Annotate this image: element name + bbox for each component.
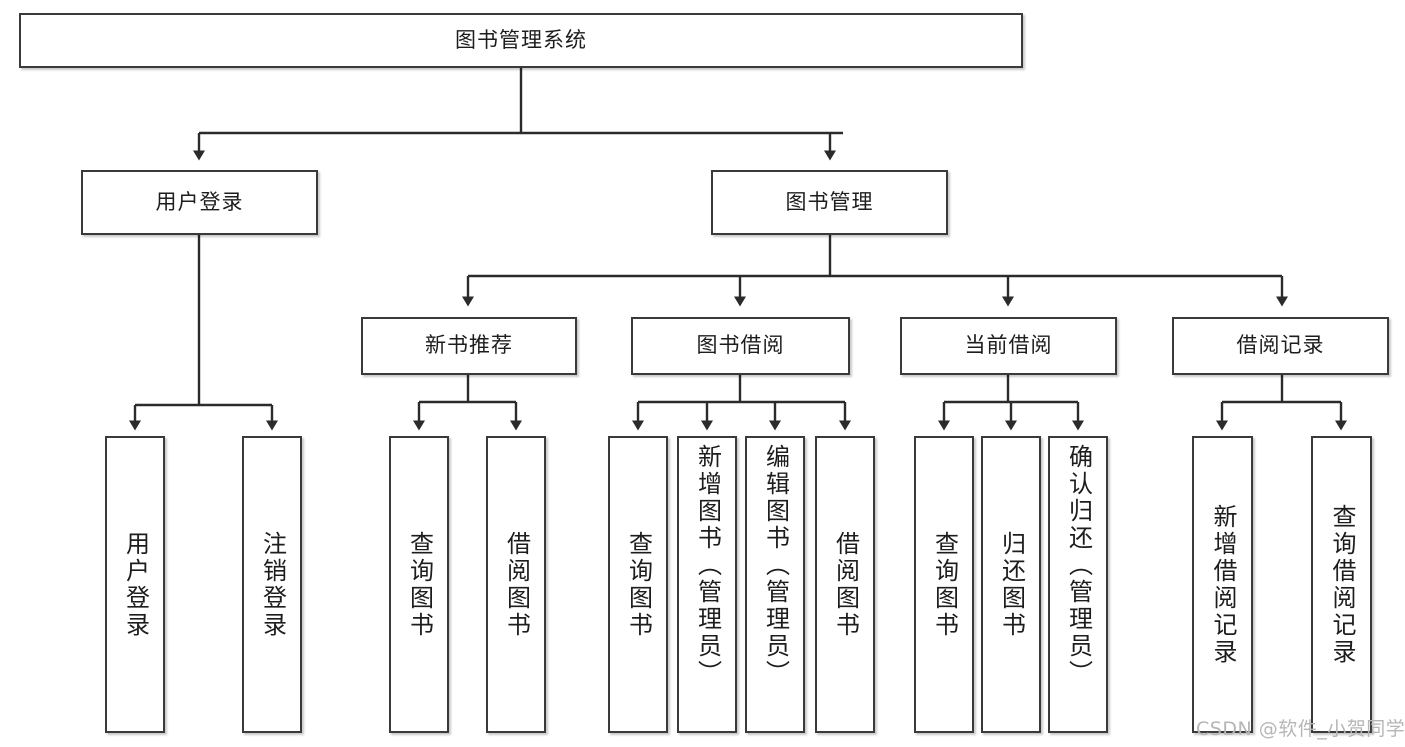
node-label: 查询图书 bbox=[624, 530, 653, 639]
node-label: 借阅记录 bbox=[1236, 333, 1325, 358]
leaf-book-borrow-query-book[interactable]: 查询图书 bbox=[608, 436, 668, 733]
leaf-new-book-query-book[interactable]: 查询图书 bbox=[389, 436, 449, 733]
leaf-borrow-record-query-record[interactable]: 查询借阅记录 bbox=[1311, 436, 1372, 733]
node-label: 新书推荐 bbox=[425, 333, 513, 358]
leaf-current-borrow-query-book[interactable]: 查询图书 bbox=[914, 436, 974, 733]
node-user-login[interactable]: 用户登录 bbox=[81, 170, 318, 235]
node-label: 借阅图书 bbox=[831, 530, 860, 639]
leaf-book-borrow-borrow-book[interactable]: 借阅图书 bbox=[815, 436, 875, 733]
node-label: 确认归还（管理员） bbox=[1064, 444, 1093, 687]
node-label: 图书管理系统 bbox=[455, 27, 587, 52]
node-label: 图书管理 bbox=[785, 189, 874, 214]
csdn-watermark: CSDN @软件_小贺同学 bbox=[1196, 718, 1405, 740]
node-book-borrow[interactable]: 图书借阅 bbox=[631, 317, 850, 375]
node-label: 用户登录 bbox=[155, 189, 244, 214]
node-label: 编辑图书（管理员） bbox=[761, 444, 790, 687]
node-label: 新增图书（管理员） bbox=[693, 444, 722, 687]
leaf-borrow-record-add-record[interactable]: 新增借阅记录 bbox=[1192, 436, 1253, 733]
node-label: 借阅图书 bbox=[502, 530, 531, 639]
node-label: 归还图书 bbox=[997, 530, 1026, 639]
leaf-current-borrow-confirm-return-admin[interactable]: 确认归还（管理员） bbox=[1048, 436, 1108, 733]
node-new-book-recommend[interactable]: 新书推荐 bbox=[361, 317, 577, 375]
leaf-book-borrow-add-book-admin[interactable]: 新增图书（管理员） bbox=[677, 436, 737, 733]
node-label: 新增借阅记录 bbox=[1208, 503, 1237, 666]
leaf-book-borrow-edit-book-admin[interactable]: 编辑图书（管理员） bbox=[745, 436, 805, 733]
node-book-management[interactable]: 图书管理 bbox=[711, 170, 948, 235]
node-label: 当前借阅 bbox=[964, 333, 1053, 358]
node-label: 查询借阅记录 bbox=[1327, 503, 1356, 666]
node-label: 图书借阅 bbox=[696, 333, 785, 358]
leaf-current-borrow-return-book[interactable]: 归还图书 bbox=[981, 436, 1041, 733]
leaf-new-book-borrow-book[interactable]: 借阅图书 bbox=[486, 436, 546, 733]
node-label: 用户登录 bbox=[121, 530, 150, 639]
leaf-user-login-login[interactable]: 用户登录 bbox=[105, 436, 165, 733]
node-borrow-record[interactable]: 借阅记录 bbox=[1172, 317, 1389, 375]
leaf-user-login-logout[interactable]: 注销登录 bbox=[242, 436, 302, 733]
node-label: 查询图书 bbox=[405, 530, 434, 639]
node-label: 查询图书 bbox=[930, 530, 959, 639]
node-current-borrow[interactable]: 当前借阅 bbox=[900, 317, 1117, 375]
node-root-book-management-system[interactable]: 图书管理系统 bbox=[19, 13, 1023, 68]
node-label: 注销登录 bbox=[258, 530, 287, 639]
